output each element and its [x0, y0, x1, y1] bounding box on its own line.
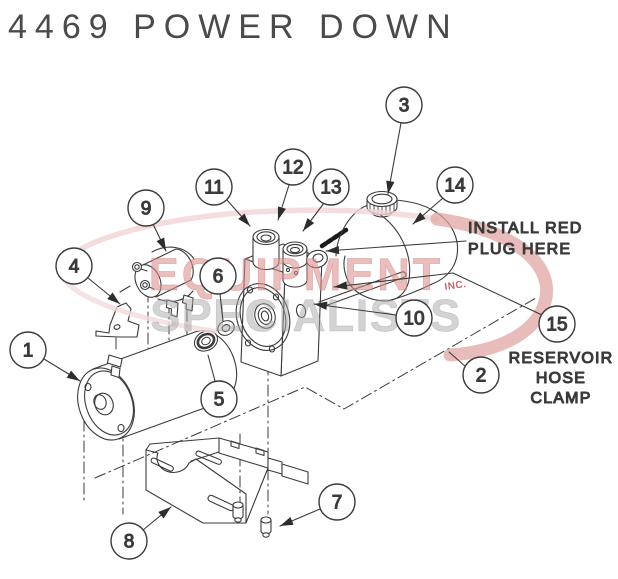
callout-number-4: 4 [69, 257, 80, 278]
callout-circle-12 [274, 148, 312, 186]
annotation-reservoir-hose-clamp: RESERVOIR HOSE CLAMP [508, 349, 614, 407]
callout-circle-1 [9, 331, 47, 369]
callout-number-12: 12 [282, 158, 303, 179]
callout-circle-11 [195, 168, 233, 206]
threaded-stud [319, 227, 349, 249]
callout-circle-6 [199, 257, 237, 295]
callout-circle-13 [312, 168, 350, 206]
annotation-line: RESERVOIR [509, 350, 614, 367]
annotation-line: HOSE [536, 370, 586, 387]
callout-number-8: 8 [124, 532, 135, 553]
callout-circle-5 [200, 380, 238, 418]
bracket-hole [113, 324, 121, 330]
callout-8: 8 [110, 506, 172, 560]
callout-number-6: 6 [213, 267, 224, 288]
bracket-slot [195, 450, 222, 465]
hydraulic-fittings [252, 227, 349, 288]
motor-terminal-stud [106, 354, 123, 379]
flange-bolt-hole [268, 345, 276, 353]
motor-solenoid [119, 246, 195, 318]
callout-12: 12 [274, 148, 312, 221]
callout-circle-7 [318, 483, 356, 521]
callout-number-15: 15 [546, 315, 567, 336]
leader-lines [325, 240, 467, 255]
page-title: 4469 POWER DOWN [8, 8, 459, 46]
callout-14: 14 [412, 166, 474, 225]
callout-2: 2 [448, 351, 500, 394]
callout-number-14: 14 [444, 176, 466, 197]
motor-assembly [77, 330, 238, 441]
callout-3: 3 [385, 86, 423, 195]
callout-13: 13 [302, 168, 350, 232]
bracket-slot [150, 457, 174, 472]
callout-number-7: 7 [332, 493, 343, 514]
solenoid-foot [181, 294, 194, 312]
callout-1: 1 [9, 331, 81, 382]
annotations: INSTALL RED PLUG HERE RESERVOIR HOSE CLAMP [467, 219, 614, 407]
watermark-equipment: EQUIPMENT [149, 249, 444, 300]
flange-bolt-hole [246, 286, 254, 294]
solenoid-foot [165, 299, 179, 318]
flange-hole [230, 440, 240, 450]
callout-number-5: 5 [214, 390, 225, 411]
annotation-line: PLUG HERE [468, 241, 571, 258]
motor-hole [117, 423, 125, 433]
bearing-and-washer [193, 320, 235, 352]
mounting-bolts [232, 501, 272, 538]
callout-circle-3 [385, 86, 423, 124]
solenoid-terminal [139, 279, 151, 291]
callout-number-10: 10 [403, 309, 424, 330]
flange-hole [255, 447, 265, 457]
block-side-port [295, 304, 307, 318]
callout-circle-10 [395, 299, 433, 337]
callout-15: 15 [333, 272, 576, 343]
callout-7: 7 [279, 483, 356, 527]
callout-number-9: 9 [141, 199, 152, 220]
callout-10: 10 [313, 299, 433, 337]
callout-circle-9 [127, 189, 165, 227]
callout-circle-4 [55, 247, 93, 285]
callout-number-3: 3 [399, 96, 410, 117]
hose-fitting-stud [318, 271, 407, 308]
annotation-install-red-plug: INSTALL RED PLUG HERE [467, 219, 583, 258]
callout-number-11: 11 [204, 178, 224, 199]
solenoid-terminal [131, 261, 143, 273]
annotation-line: INSTALL RED [468, 220, 583, 237]
install-plug-leader [325, 240, 467, 255]
callout-4: 4 [55, 247, 121, 305]
callout-6: 6 [199, 257, 237, 322]
callout-number-2: 2 [476, 366, 487, 387]
callout-number-1: 1 [23, 341, 34, 362]
callout-circle-15 [538, 305, 576, 343]
block-flange [235, 283, 291, 351]
callout-9: 9 [127, 189, 167, 252]
mounting-bracket [145, 437, 309, 524]
annotation-line: CLAMP [530, 390, 591, 407]
callout-11: 11 [195, 168, 251, 227]
callout-5: 5 [200, 354, 238, 418]
watermark-inc: INC. [444, 279, 467, 293]
callout-circle-8 [110, 522, 148, 560]
callout-circle-2 [462, 356, 500, 394]
motor-hole [84, 382, 92, 392]
flange-bolt-hole [244, 339, 252, 347]
flange-bolt-hole [272, 293, 280, 301]
callout-number-13: 13 [320, 178, 341, 199]
centerlines [83, 290, 537, 515]
callout-circle-14 [436, 166, 474, 204]
bracket-slot [207, 494, 235, 512]
